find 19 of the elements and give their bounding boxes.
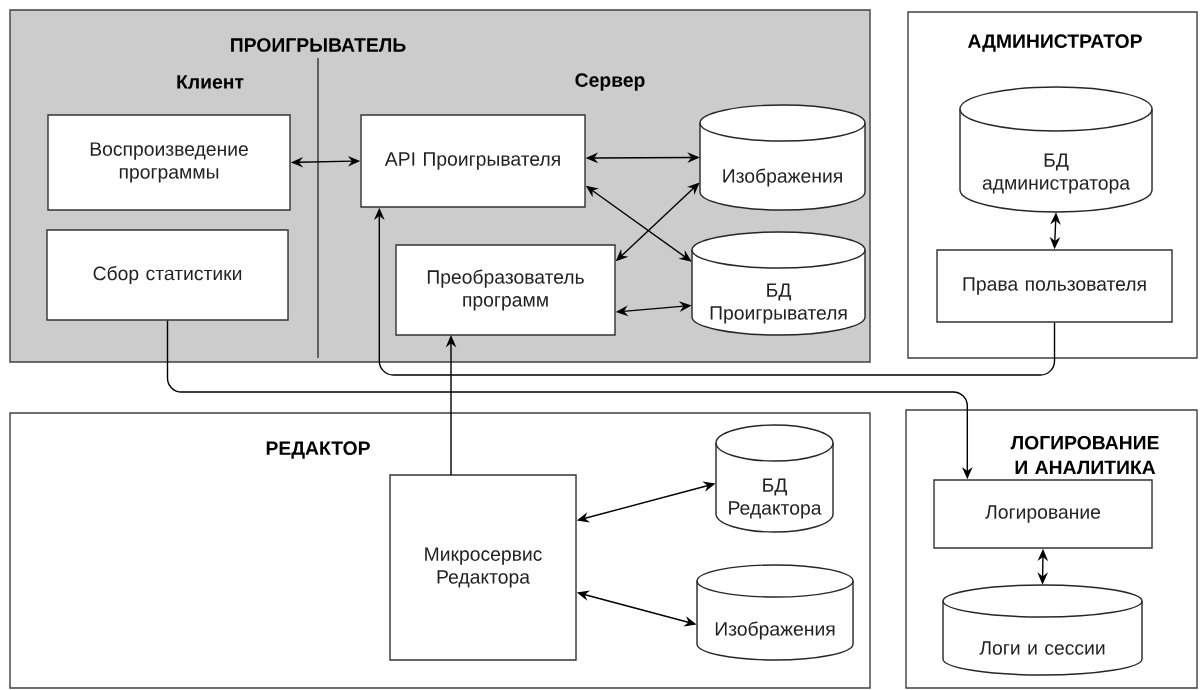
process-box: Преобразователь программ bbox=[395, 244, 616, 336]
process-box: API Проигрывателя bbox=[360, 114, 586, 208]
process-box: Сбор статистики bbox=[46, 229, 289, 321]
database-cylinder: Логи и сессии bbox=[942, 584, 1143, 676]
database-cylinder: БД Редактора bbox=[715, 424, 834, 533]
database-cylinder: БД администратора bbox=[959, 86, 1153, 213]
process-box: Права пользователя bbox=[936, 249, 1173, 323]
database-cylinder: Изображения bbox=[699, 104, 866, 211]
section-heading: ЛОГИРОВАНИЕ И АНАЛИТИКА bbox=[1010, 435, 1159, 475]
section-heading: АДМИНИСТРАТОР bbox=[967, 34, 1142, 52]
section-heading: ПРОИГРЫВАТЕЛЬ bbox=[231, 38, 406, 52]
process-box: Воспроизведение программы bbox=[47, 114, 291, 211]
process-box: Микросервис Редактора bbox=[389, 474, 577, 661]
database-cylinder: Изображения bbox=[696, 564, 854, 661]
column-heading: Клиент bbox=[177, 75, 244, 89]
process-box: Логирование bbox=[933, 479, 1153, 549]
column-heading: Сервер bbox=[575, 73, 645, 91]
database-cylinder: БД Проигрывателя bbox=[691, 231, 866, 336]
section-heading: РЕДАКТОР bbox=[266, 441, 370, 459]
